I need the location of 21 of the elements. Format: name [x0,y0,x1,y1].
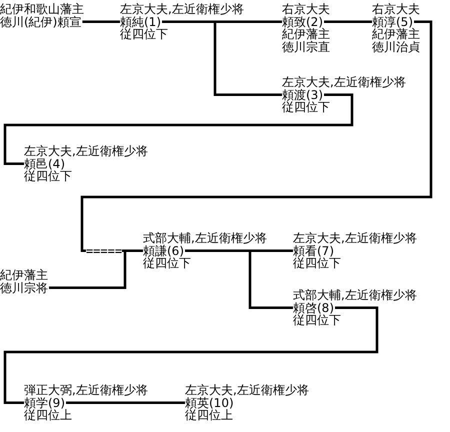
person-entry: 右京大夫 頼淳(5) 紀伊藩主 徳川治貞 [372,3,420,53]
person-entry: 左京大夫,左近衛権少将 頼渡(3) 従四位下 [282,76,406,114]
connector-line [4,306,378,404]
connector-line [82,20,120,23]
person-entry: 右京大夫 頼致(2) 紀伊藩主 徳川宗直 [282,3,330,53]
connector-line [49,250,143,289]
person-entry: 弾正大弼,左近衛権少将 頼学(9) 従四位上 [24,384,148,422]
connector-line [4,94,354,165]
person-entry: 式部大輔,左近衛権少将 頼啓(8) 従四位下 [293,289,417,326]
connector-line [162,20,282,96]
connector-line [324,20,372,23]
connector-line [66,402,185,404]
person-entry: 紀伊藩主 徳川宗将 [0,269,48,294]
connector-line [80,20,432,252]
person-entry: 左京大夫,左近衛権少将 頼純(1) 従四位下 [120,3,244,40]
person-entry: 紀伊和歌山藩主 徳川(紀伊)頼宣 [0,3,84,28]
person-entry: 式部大輔,左近衛権少将 頼謙(6) 従四位下 [143,232,267,270]
connector-line [185,250,293,309]
person-entry: 左京大夫,左近衛権少将 頼邑(4) 従四位下 [24,145,148,182]
person-entry: 左京大夫,左近衛権少将 頼英(10) 従四位上 [185,384,309,422]
person-entry: 左京大夫,左近衛権少将 頼看(7) 従四位下 [293,232,417,270]
